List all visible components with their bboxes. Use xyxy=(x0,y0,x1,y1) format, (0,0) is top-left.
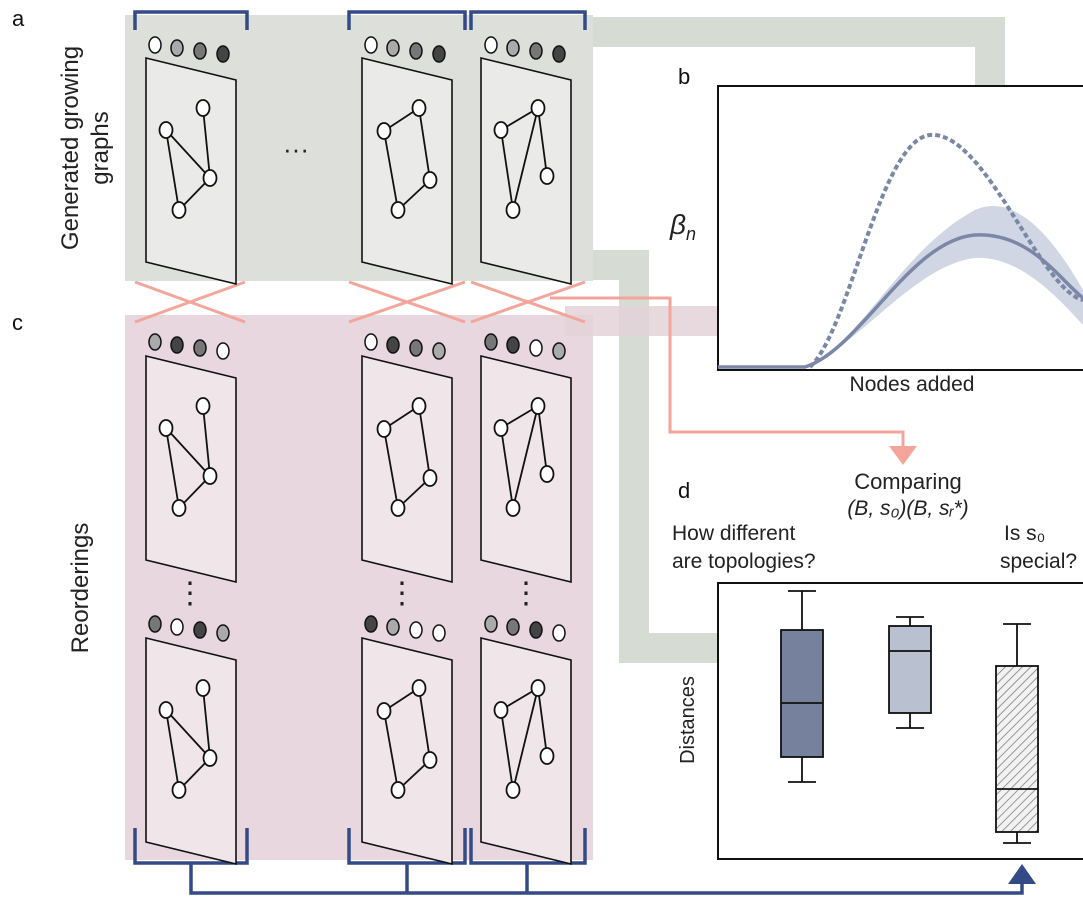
panel-label-b: b xyxy=(678,64,690,89)
question-right-line2: special? xyxy=(1000,550,1077,573)
panel-label-d: d xyxy=(678,478,690,503)
card-bg xyxy=(481,356,571,582)
comparing-label: Comparing xyxy=(854,469,962,494)
card-bg xyxy=(481,638,571,864)
order-circles-a xyxy=(148,36,566,63)
salmon-arrow-to-comparing xyxy=(550,296,917,465)
top-brackets xyxy=(133,10,587,30)
card-bg xyxy=(146,356,236,582)
box-special xyxy=(995,623,1039,844)
question-left-line1: How different xyxy=(672,522,796,545)
reorderings-label: Reorderings xyxy=(67,523,94,654)
order-circles-c-row2 xyxy=(148,615,566,642)
question-left-line2: are topologies? xyxy=(672,550,816,573)
mean-curve xyxy=(718,233,1083,369)
confidence-band xyxy=(718,206,1083,367)
panel-label-a: a xyxy=(12,6,25,31)
panel-b-plot: βn Nodes added xyxy=(669,85,1083,396)
panel-label-c: c xyxy=(12,310,23,335)
box-reorderings xyxy=(888,616,932,729)
horizontal-ellipsis: ··· xyxy=(283,134,309,164)
card-bg xyxy=(362,58,452,284)
distances-axis-label: Distances xyxy=(677,676,699,764)
x-axis-label: Nodes added xyxy=(850,373,975,396)
question-right-line1: Is s₀ xyxy=(1004,522,1045,545)
bottom-brackets xyxy=(133,828,1024,895)
box-topologies xyxy=(780,590,824,783)
card-bg xyxy=(481,58,571,284)
beta-label: βn xyxy=(669,209,696,244)
card-bg xyxy=(146,58,236,284)
comparing-formula: (B, s₀)(B, sᵣ*) xyxy=(847,497,968,520)
order-circles-c-row1 xyxy=(148,333,566,360)
generated-graphs-label-line2: graphs xyxy=(87,111,114,184)
card-bg xyxy=(146,638,236,864)
panel-d-plot: Distances xyxy=(677,582,1083,860)
vertical-ellipsis: ⋮ xyxy=(175,577,205,610)
card-bg xyxy=(362,356,452,582)
card-bg xyxy=(362,638,452,864)
vertical-ellipsis: ⋮ xyxy=(511,577,541,610)
original-order-curve xyxy=(808,132,1083,369)
generated-graphs-label-line1: Generated growing xyxy=(57,46,84,250)
vertical-ellipsis: ⋮ xyxy=(387,577,417,610)
blue-arrow-head xyxy=(1008,864,1036,884)
crossing-lines xyxy=(134,280,586,324)
